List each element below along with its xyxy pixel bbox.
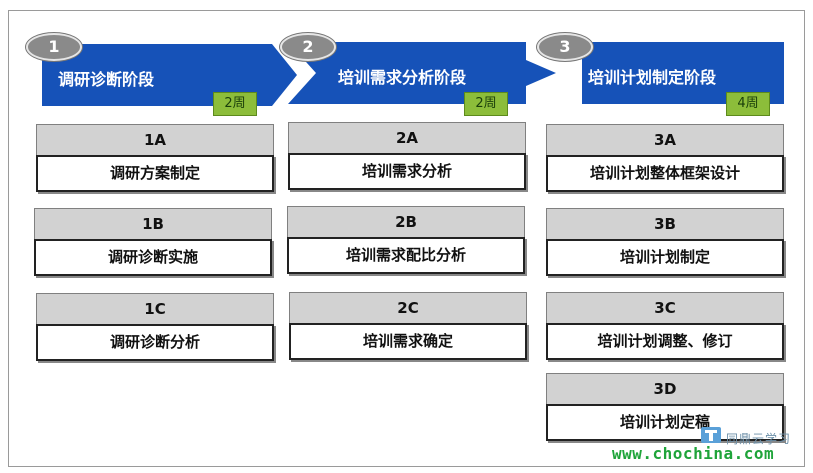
task-label: 调研方案制定 (36, 155, 274, 192)
task-label: 培训需求分析 (288, 153, 526, 190)
task-code: 3B (546, 208, 784, 239)
task-card-1a: 1A 调研方案制定 (36, 124, 274, 192)
phase-2-title: 培训需求分析阶段 (338, 68, 467, 87)
phase-2-banner (288, 42, 558, 104)
task-card-3c: 3C 培训计划调整、修订 (546, 292, 784, 360)
task-card-2b: 2B 培训需求配比分析 (287, 206, 525, 274)
task-label: 培训计划制定 (546, 239, 784, 276)
task-label: 培训计划定稿 (546, 404, 784, 441)
phase-1-banner (42, 44, 300, 106)
task-code: 1C (36, 293, 274, 324)
phase-3-duration: 4周 (726, 92, 770, 116)
task-card-3a: 3A 培训计划整体框架设计 (546, 124, 784, 192)
task-code: 3D (546, 373, 784, 404)
task-code: 2B (287, 206, 525, 237)
task-code: 2A (288, 122, 526, 153)
task-label: 培训计划调整、修订 (546, 323, 784, 360)
task-code: 2C (289, 292, 527, 323)
task-code: 1B (34, 208, 272, 239)
phase-1-duration: 2周 (213, 92, 257, 116)
task-card-1c: 1C 调研诊断分析 (36, 293, 274, 361)
phase-1-title: 调研诊断阶段 (58, 70, 155, 89)
task-card-2c: 2C 培训需求确定 (289, 292, 527, 360)
task-label: 调研诊断实施 (34, 239, 272, 276)
task-card-1b: 1B 调研诊断实施 (34, 208, 272, 276)
phase-3-number: 3 (537, 33, 593, 61)
phase-1-number: 1 (26, 33, 82, 61)
task-card-2a: 2A 培训需求分析 (288, 122, 526, 190)
watermark-url: www.chochina.com (612, 444, 775, 463)
task-card-3d: 3D 培训计划定稿 (546, 373, 784, 441)
phase-2-duration: 2周 (464, 92, 508, 116)
task-card-3b: 3B 培训计划制定 (546, 208, 784, 276)
phase-2-number: 2 (280, 33, 336, 61)
task-code: 3A (546, 124, 784, 155)
task-label: 调研诊断分析 (36, 324, 274, 361)
task-label: 培训计划整体框架设计 (546, 155, 784, 192)
task-code: 3C (546, 292, 784, 323)
watermark-text: 同鼎云学习 (726, 432, 792, 446)
task-label: 培训需求配比分析 (287, 237, 525, 274)
task-label: 培训需求确定 (289, 323, 527, 360)
task-code: 1A (36, 124, 274, 155)
watermark-logo-icon (700, 426, 722, 444)
phase-3-title: 培训计划制定阶段 (588, 68, 717, 87)
